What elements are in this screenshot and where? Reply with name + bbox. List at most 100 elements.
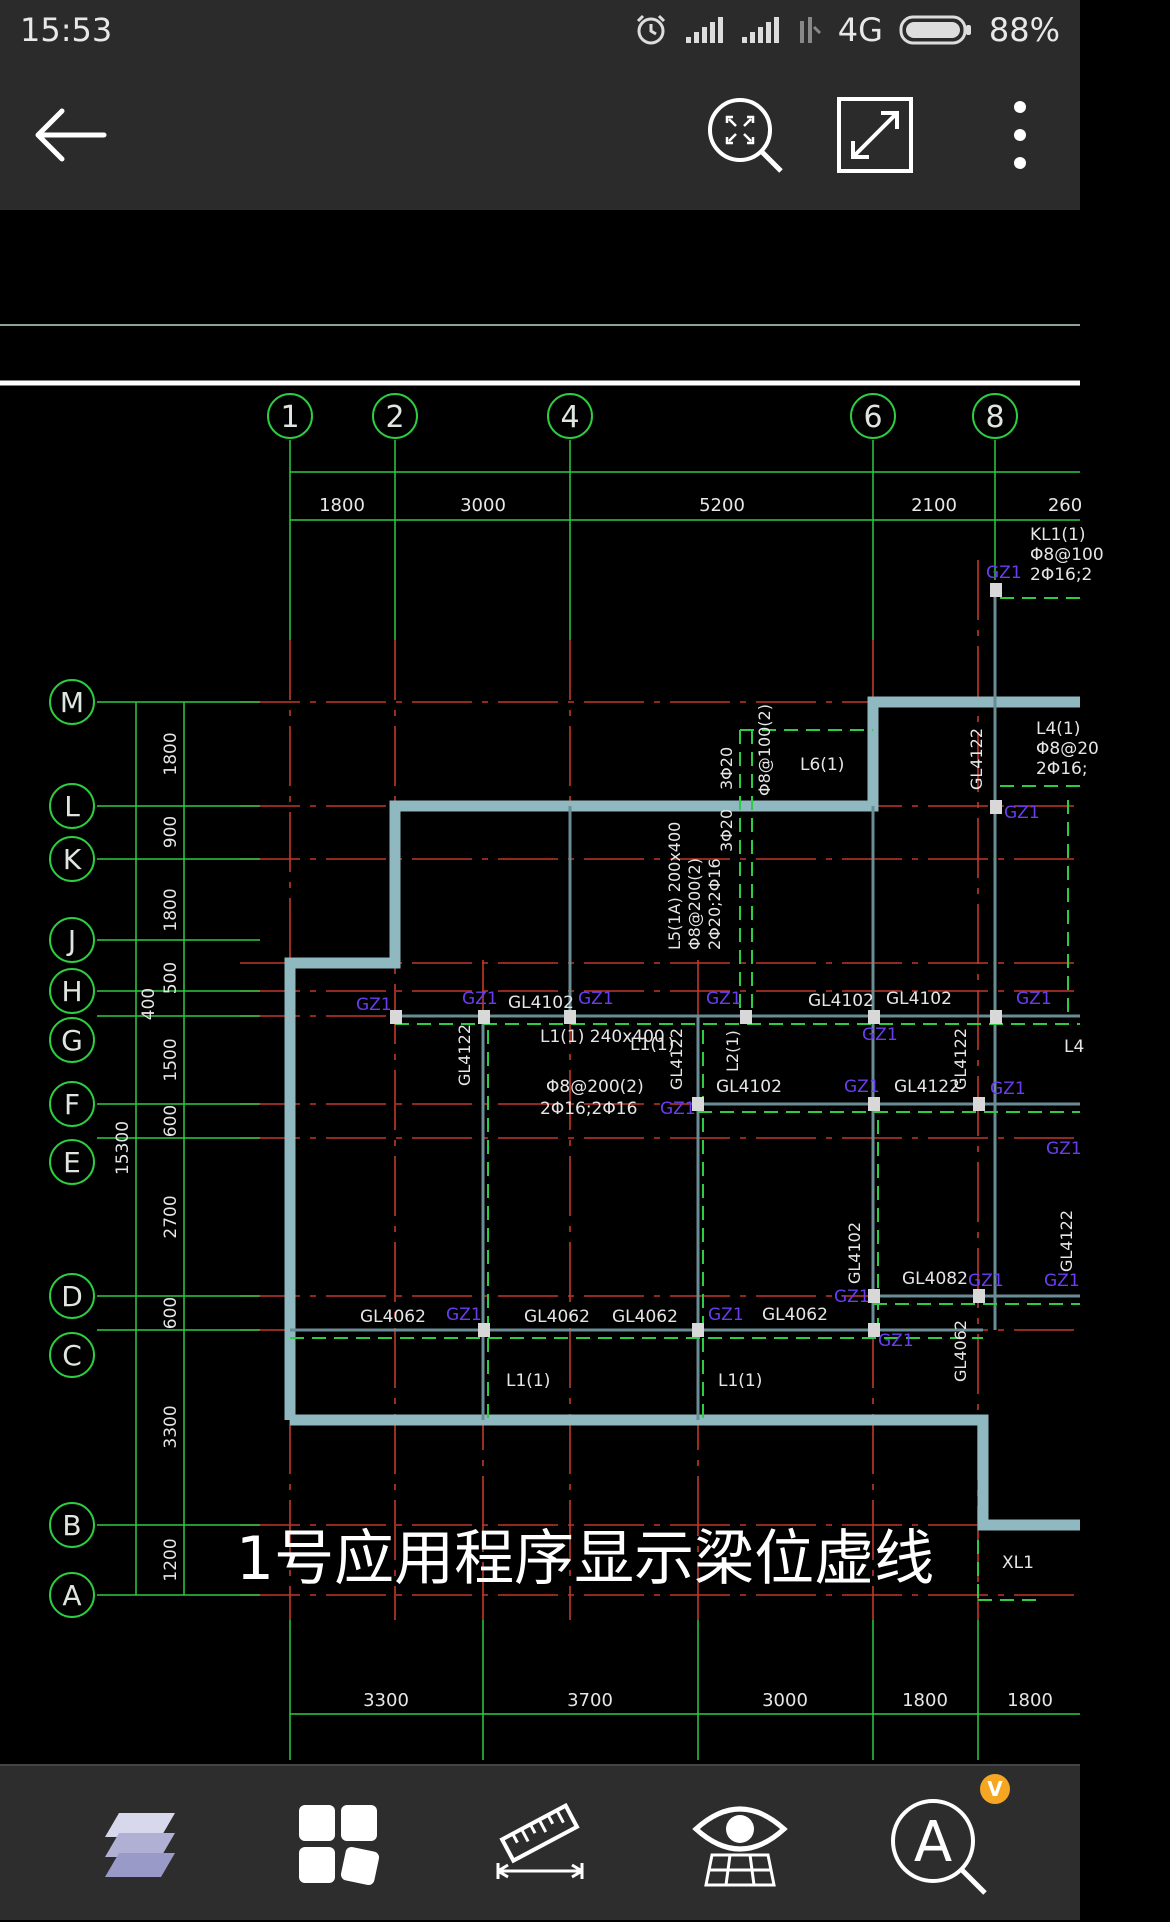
beam-label: L5(1A) 200x400 [665, 822, 684, 950]
beam-label: 2Φ16; [1036, 759, 1088, 779]
axis-label-left: L [64, 790, 80, 823]
battery-icon [899, 14, 973, 46]
column-label: GZ1 [862, 1025, 898, 1045]
fullscreen-button[interactable] [830, 60, 920, 210]
beam-label: GL4062 [951, 1320, 970, 1382]
drawing-canvas[interactable]: 1 2 4 6 8 M L K J H G F [0, 210, 1104, 1764]
axis-label-left: F [64, 1088, 80, 1121]
beam-label: GL4062 [612, 1307, 678, 1327]
layers-icon [105, 1813, 175, 1877]
column-label: GZ1 [462, 989, 498, 1009]
view-button[interactable] [670, 1766, 810, 1922]
column-label: GZ1 [708, 1305, 744, 1325]
back-button[interactable] [20, 60, 120, 210]
dimension-label: 3000 [460, 495, 506, 516]
axis-label-left: M [60, 686, 84, 719]
more-menu-button[interactable] [990, 60, 1050, 210]
dimension-label: 5200 [699, 495, 745, 516]
battery-percent: 88% [988, 11, 1060, 49]
dimension-label: 3300 [363, 1690, 409, 1711]
dimension-label: 3700 [567, 1690, 613, 1711]
no-signal-icon [796, 15, 822, 45]
back-arrow-icon [35, 108, 107, 162]
view-icon [692, 1806, 788, 1887]
beam-label: GL4122 [455, 1024, 474, 1086]
beam-label: 3Φ20 [717, 809, 736, 852]
alarm-icon [634, 13, 668, 47]
axis-label-top: 8 [985, 400, 1004, 435]
beam-label: GL4122 [967, 728, 986, 790]
beam-label: L6(1) [800, 755, 844, 775]
overlay-caption: 1号应用程序显示梁位虚线 [235, 1524, 935, 1594]
app-toolbar [0, 60, 1080, 210]
cad-drawing[interactable]: 1 2 4 6 8 M L K J H G F [0, 210, 1104, 1764]
axis-label-left: E [63, 1146, 81, 1179]
beam-label: GL4062 [360, 1307, 426, 1327]
beam-label: KL1(1) [1030, 525, 1086, 545]
beam-label: 3Φ20 [717, 747, 736, 790]
axis-label-top: 2 [385, 400, 404, 435]
dimension-label: 15300 [113, 1121, 133, 1175]
dimension-label: 600 [161, 1297, 181, 1329]
axis-label-top: 1 [280, 400, 299, 435]
beam-label: GL4062 [762, 1305, 828, 1325]
axis-label-left: A [62, 1579, 81, 1612]
layout-icon [299, 1805, 380, 1886]
beam-label: L1(1) [630, 1035, 674, 1055]
beam-label: 2Φ16;2 [1030, 565, 1092, 585]
layers-button[interactable] [70, 1766, 210, 1922]
dimension-label: 3000 [762, 1690, 808, 1711]
column-label: GZ1 [844, 1077, 880, 1097]
beam-label: 2Φ20;2Φ16 [705, 858, 724, 950]
column-label: GZ1 [1046, 1139, 1082, 1159]
signal-icon [684, 15, 724, 45]
text-search-button[interactable]: A V [870, 1766, 1010, 1922]
zoom-extents-icon [708, 98, 783, 173]
layout-button[interactable] [268, 1766, 408, 1922]
column-label: GZ1 [968, 1271, 1004, 1291]
beam-label: Φ8@20 [1036, 739, 1099, 759]
column-label: GZ1 [660, 1099, 696, 1119]
dimension-label: 2700 [161, 1195, 181, 1238]
axis-label-left: B [62, 1509, 81, 1542]
dimension-label: 260 [1048, 495, 1082, 516]
column-label: GZ1 [446, 1305, 482, 1325]
beam-label: L4 [1064, 1037, 1084, 1057]
beam-label: GL4122 [951, 1028, 970, 1090]
axis-label-left: C [62, 1339, 82, 1372]
fullscreen-icon [837, 97, 913, 173]
bottom-toolbar: A V [0, 1764, 1080, 1920]
beam-label: GL4122 [894, 1077, 960, 1097]
beam-label: L4(1) [1036, 719, 1080, 739]
dimension-label: 3300 [161, 1405, 181, 1448]
beam-label: GL4062 [524, 1307, 590, 1327]
beam-label: Φ8@100(2) [755, 704, 774, 796]
beam-label: 2Φ16;2Φ16 [540, 1099, 637, 1119]
network-type: 4G [837, 11, 883, 49]
zoom-extents-button[interactable] [700, 60, 790, 210]
dimension-label: 600 [161, 1105, 181, 1137]
svg-text:A: A [914, 1810, 952, 1875]
beam-label: L1(1) 240x400 [540, 1027, 665, 1047]
beam-label: XL1 [1002, 1553, 1034, 1573]
beam-label: GL4102 [886, 989, 952, 1009]
column-label: GZ1 [578, 989, 614, 1009]
dimension-label: 500 [161, 962, 181, 994]
axis-label-top: 4 [560, 400, 579, 435]
axis-label-left: G [61, 1024, 83, 1057]
beam-label: GL4082 [902, 1269, 968, 1289]
axis-label-left: D [61, 1280, 83, 1313]
column-label: GZ1 [1016, 989, 1052, 1009]
dimension-label: 400 [139, 988, 159, 1020]
column-label: GZ1 [356, 995, 392, 1015]
beam-label: GL4102 [716, 1077, 782, 1097]
measure-icon [496, 1802, 584, 1879]
beam-label: L1(1) [506, 1371, 550, 1391]
dimension-label: 1800 [902, 1690, 948, 1711]
signal-icon [740, 15, 780, 45]
dimension-label: 2100 [911, 495, 957, 516]
column-label: GZ1 [990, 1079, 1026, 1099]
more-vertical-icon [1014, 101, 1026, 169]
measure-button[interactable] [470, 1766, 610, 1922]
column-label: GZ1 [878, 1331, 914, 1351]
